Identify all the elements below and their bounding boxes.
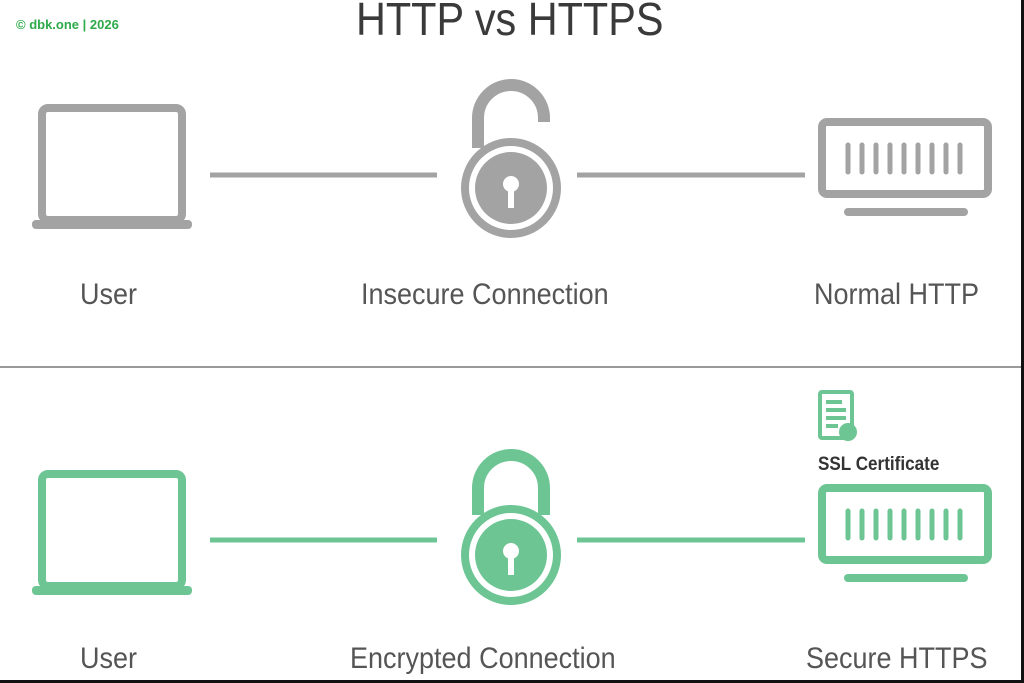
encrypted-connection-label: Encrypted Connection xyxy=(350,642,616,675)
open-lock-icon xyxy=(461,79,561,238)
diagram-title: HTTP vs HTTPS xyxy=(356,0,664,45)
closed-lock-icon xyxy=(461,449,561,605)
normal-http-label: Normal HTTP xyxy=(814,278,980,311)
ssl-certificate-label: SSL Certificate xyxy=(818,454,940,475)
https-server-icon xyxy=(818,484,992,582)
insecure-connection-label: Insecure Connection xyxy=(361,278,609,311)
watermark: © dbk.one | 2026 xyxy=(16,17,119,32)
http-user-label: User xyxy=(80,278,138,311)
https-user-laptop-icon xyxy=(32,470,192,595)
secure-https-label: Secure HTTPS xyxy=(806,642,988,675)
http-user-laptop-icon xyxy=(32,104,192,229)
https-user-label: User xyxy=(80,642,138,675)
http-server-icon xyxy=(818,118,992,216)
certificate-icon xyxy=(818,390,857,441)
